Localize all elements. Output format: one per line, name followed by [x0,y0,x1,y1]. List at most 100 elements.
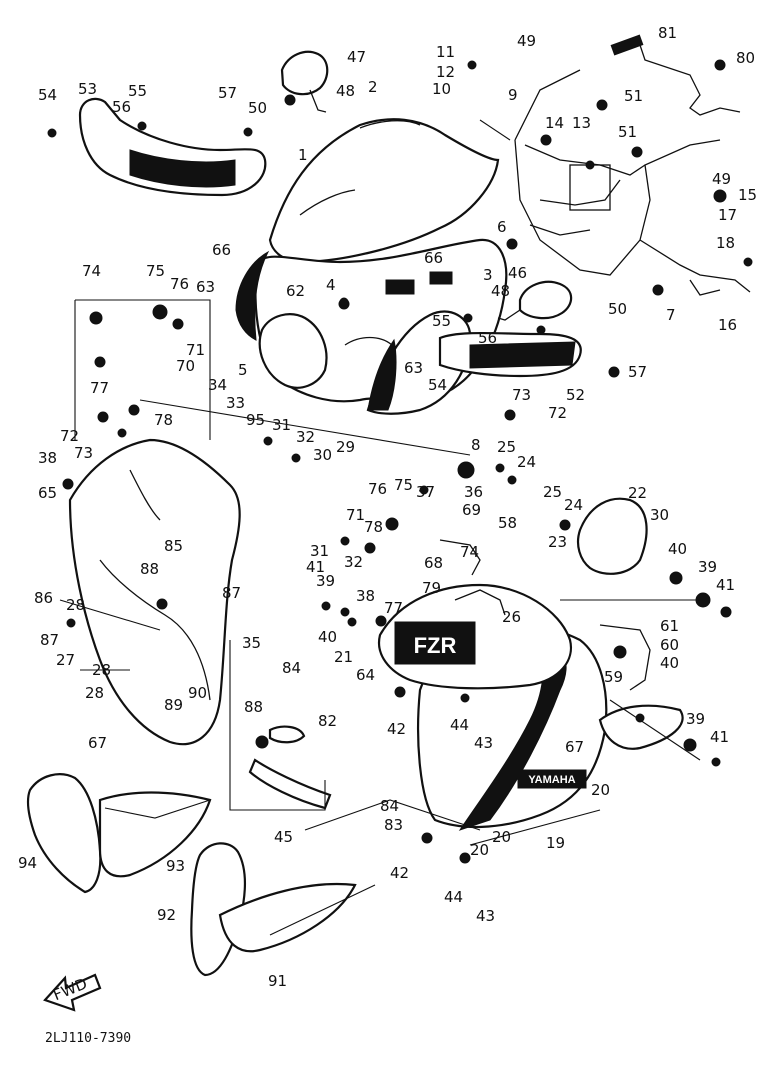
label-74b: 74 [460,543,479,561]
bracket-81 [610,34,741,116]
label-85: 85 [164,537,183,555]
label-75b: 75 [394,476,413,494]
cowling-side-panel-left [235,250,270,341]
label-67b: 67 [565,738,584,756]
label-29: 29 [336,438,355,456]
label-59: 59 [604,668,623,686]
fzr-badge: FZR [414,633,457,658]
bracket-59 [599,624,651,691]
inner-panel-92 [190,842,357,977]
label-78a: 78 [154,411,173,429]
label-40a: 40 [318,628,337,646]
label-44b: 44 [444,888,463,906]
label-5: 5 [238,361,248,379]
label-6: 6 [497,218,507,236]
label-41c: 41 [710,728,729,746]
label-25a: 25 [497,438,516,456]
side-cowling-left [68,438,241,746]
label-26: 26 [502,608,521,626]
label-15: 15 [738,186,757,204]
label-90: 90 [188,684,207,702]
bracket-22 [576,497,648,575]
label-3: 3 [483,266,493,284]
label-60: 60 [660,636,679,654]
label-43a: 43 [474,734,493,752]
label-71a: 71 [186,341,205,359]
label-54a: 54 [38,86,57,104]
label-53: 53 [78,80,97,98]
label-57a: 57 [218,84,237,102]
label-36: 36 [464,483,483,501]
label-8: 8 [471,436,481,454]
label-48a: 48 [336,82,355,100]
label-22: 22 [628,484,647,502]
label-31b: 31 [310,542,329,560]
label-88b: 88 [244,698,263,716]
label-77b: 77 [384,599,403,617]
label-62: 62 [286,282,305,300]
part-number-labels: 1 2 3 4 5 6 7 8 9 10 11 12 13 14 15 16 1… [18,24,757,990]
label-40c: 40 [660,654,679,672]
label-35: 35 [242,634,261,652]
label-78b: 78 [364,518,383,536]
label-88a: 88 [140,560,159,578]
label-48b: 48 [491,282,510,300]
label-31a: 31 [272,416,291,434]
label-50b: 50 [608,300,627,318]
label-67a: 67 [88,734,107,752]
label-16: 16 [718,316,737,334]
label-44a: 44 [450,716,469,734]
label-87a: 87 [40,631,59,649]
label-71b: 71 [346,506,365,524]
yamaha-badge: YAMAHA [528,774,575,786]
label-23: 23 [548,533,567,551]
label-32b: 32 [344,553,363,571]
label-66b: 66 [424,249,443,267]
label-10: 10 [432,80,451,98]
label-39a: 39 [316,572,335,590]
label-45: 45 [274,828,293,846]
label-41a: 41 [306,558,325,576]
label-41b: 41 [716,576,735,594]
label-55b: 55 [432,312,451,330]
label-39c: 39 [686,710,705,728]
label-86: 86 [34,589,53,607]
air-duct-right [438,331,582,378]
label-1: 1 [298,146,308,164]
label-20b: 20 [492,828,511,846]
label-63b: 63 [404,359,423,377]
label-79: 79 [422,579,441,597]
inner-panel-94 [26,773,212,894]
bracket-26 [454,589,506,616]
label-72a: 72 [60,427,79,445]
label-72b: 72 [548,404,567,422]
label-51b: 51 [618,123,637,141]
label-84a: 84 [282,659,301,677]
label-39b: 39 [698,558,717,576]
label-38b: 38 [356,587,375,605]
lower-cowling-center: FZR [377,583,573,690]
cowling-stay-frame [514,69,751,296]
label-74a: 74 [82,262,101,280]
label-13: 13 [572,114,591,132]
label-94: 94 [18,854,37,872]
label-54b: 54 [428,376,447,394]
label-75a: 75 [146,262,165,280]
label-70: 70 [176,357,195,375]
label-25b: 25 [543,483,562,501]
label-17: 17 [718,206,737,224]
fwd-arrow-icon: FWD [43,973,102,1012]
label-76b: 76 [368,480,387,498]
label-24b: 24 [564,496,583,514]
label-93: 93 [166,857,185,875]
label-30b: 30 [650,506,669,524]
label-30a: 30 [313,446,332,464]
label-7: 7 [666,306,676,324]
label-80: 80 [736,49,755,67]
label-40b: 40 [668,540,687,558]
label-58: 58 [498,514,517,532]
label-27: 27 [56,651,75,669]
label-66a: 66 [212,241,231,259]
label-42b: 42 [390,864,409,882]
